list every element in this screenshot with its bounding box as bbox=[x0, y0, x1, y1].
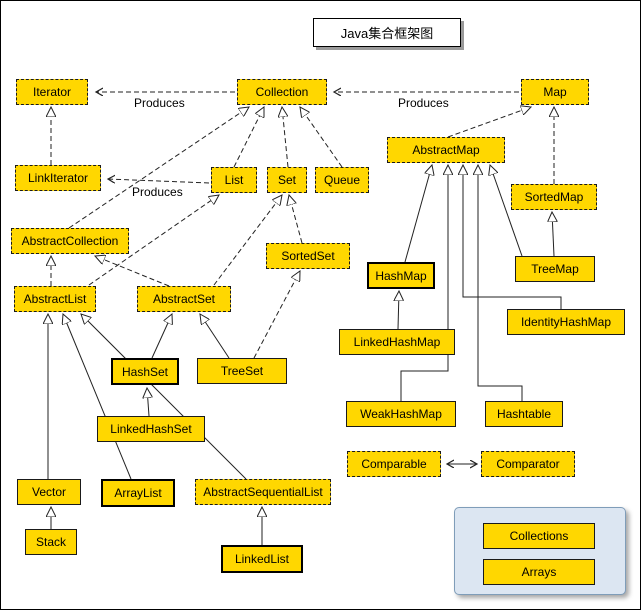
edge-abstractset-set bbox=[213, 195, 282, 286]
edge-list-collection bbox=[233, 107, 264, 168]
node-hashmap: HashMap bbox=[367, 262, 435, 289]
node-map: Map bbox=[521, 79, 589, 105]
node-abstractmap: AbstractMap bbox=[387, 137, 505, 163]
node-linkiterator: LinkIterator bbox=[15, 165, 101, 191]
node-hashset: HashSet bbox=[111, 358, 179, 385]
edge-linkedhashset-hashset bbox=[147, 388, 149, 417]
node-comparable: Comparable bbox=[347, 451, 441, 477]
produces-label-iterator: Produces bbox=[134, 96, 185, 110]
edge-arraylist-abstractlist bbox=[63, 314, 132, 480]
edge-set-collection bbox=[282, 107, 289, 168]
produces-label-collection: Produces bbox=[398, 96, 449, 110]
edge-weakhashmap-abstractmap bbox=[400, 165, 448, 401]
edge-abstractlist-list bbox=[88, 195, 219, 286]
diagram-title: Java集合框架图 bbox=[340, 26, 434, 41]
edge-abstractsequentiallist-abstractlist bbox=[81, 314, 247, 480]
node-linkedhashmap: LinkedHashMap bbox=[339, 329, 455, 355]
edge-identityhashmap-abstractmap bbox=[463, 165, 562, 309]
produces-label-linkiterator: Produces bbox=[132, 185, 183, 199]
node-abstractsequentiallist: AbstractSequentialList bbox=[195, 479, 331, 505]
edge-hashset-abstractset bbox=[151, 314, 172, 359]
node-collection: Collection bbox=[237, 79, 327, 105]
edge-hashmap-abstractmap bbox=[404, 165, 432, 263]
node-hashtable: Hashtable bbox=[485, 401, 563, 427]
node-stack: Stack bbox=[25, 529, 77, 555]
node-queue: Queue bbox=[315, 167, 369, 193]
edge-treeset-abstractset bbox=[200, 314, 230, 359]
edge-abstractset-abstractcollection bbox=[95, 256, 170, 287]
edge-treemap-abstractmap bbox=[490, 165, 523, 257]
edge-abstractcollection-collection bbox=[68, 107, 249, 229]
node-linkedhashset: LinkedHashSet bbox=[97, 416, 205, 442]
node-weakhashmap: WeakHashMap bbox=[346, 401, 456, 427]
edge-sortedset-set bbox=[289, 195, 303, 244]
edge-treemap-sortedmap bbox=[552, 212, 554, 257]
edge-abstractmap-map bbox=[447, 107, 531, 138]
node-sortedset: SortedSet bbox=[266, 243, 350, 269]
edge-list-produces-linkiterator bbox=[108, 179, 210, 184]
node-abstractcollection: AbstractCollection bbox=[11, 228, 129, 254]
node-set: Set bbox=[267, 167, 307, 193]
node-collections: Collections bbox=[483, 523, 595, 549]
node-list: List bbox=[211, 167, 257, 193]
node-linkedlist: LinkedList bbox=[221, 545, 303, 573]
node-arraylist: ArrayList bbox=[101, 479, 175, 507]
node-treemap: TreeMap bbox=[515, 256, 595, 282]
node-comparator: Comparator bbox=[481, 451, 575, 477]
edge-treeset-sortedset bbox=[253, 271, 300, 359]
node-treeset: TreeSet bbox=[197, 358, 287, 384]
edge-linkedhashmap-hashmap bbox=[398, 291, 399, 330]
node-iterator: Iterator bbox=[16, 79, 88, 105]
diagram-title-box: Java集合框架图 bbox=[313, 18, 461, 47]
node-abstractset: AbstractSet bbox=[137, 286, 231, 312]
node-identityhashmap: IdentityHashMap bbox=[507, 309, 625, 335]
edge-queue-collection bbox=[300, 107, 343, 168]
node-arrays: Arrays bbox=[483, 559, 595, 585]
node-sortedmap: SortedMap bbox=[511, 184, 597, 210]
node-vector: Vector bbox=[17, 479, 81, 505]
node-abstractlist: AbstractList bbox=[14, 286, 96, 312]
edge-hashtable-abstractmap bbox=[478, 165, 523, 401]
